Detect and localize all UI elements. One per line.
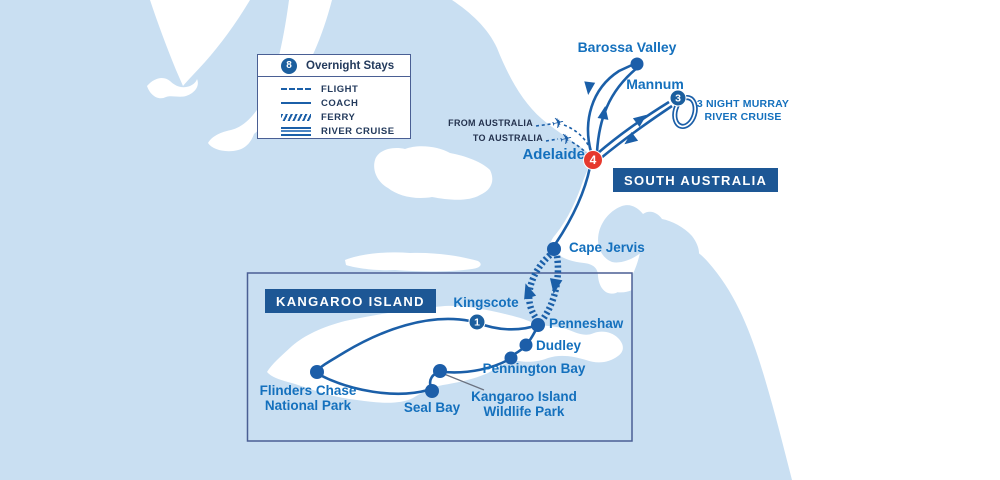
kangaroo-island-inset-box xyxy=(246,272,633,442)
ferry-route-east xyxy=(540,255,562,321)
peninsula-west-tip xyxy=(147,78,198,99)
route-adelaide-barossa-west xyxy=(586,63,633,153)
coast-fragment xyxy=(599,274,632,293)
route-adelaide-mannum-lower xyxy=(600,104,673,160)
region-label-south-australia: SOUTH AUSTRALIA xyxy=(613,168,779,192)
murray-cruise-line2: RIVER CRUISE xyxy=(704,111,782,124)
route-wildlifepark-pennington xyxy=(443,358,509,374)
legend-label-ferry: FERRY xyxy=(321,111,356,123)
river-cruise-loop xyxy=(672,94,698,130)
label-pennington-bay: Pennington Bay xyxy=(482,361,586,376)
label-kingscote: Kingscote xyxy=(453,295,519,310)
legend-label-river-cruise: RIVER CRUISE xyxy=(321,125,395,137)
kingscote-nights-badge: 1 xyxy=(468,313,486,331)
ki-wildlife-park-line1: Kangaroo Island xyxy=(471,389,577,404)
river-cruise-line-icon xyxy=(279,126,313,136)
dot-seal-bay xyxy=(425,384,439,398)
legend-row-coach: COACH xyxy=(258,97,410,111)
dot-cape-jervis xyxy=(547,242,561,256)
dot-penneshaw xyxy=(531,318,545,332)
mannum-nights-badge: 3 xyxy=(669,89,687,107)
label-mannum: Mannum xyxy=(626,76,684,92)
route-adelaide-barossa-east xyxy=(595,66,638,153)
dot-barossa-valley xyxy=(630,57,644,71)
yorke-peninsula xyxy=(208,0,332,152)
label-flinders-chase: Flinders Chase National Park xyxy=(260,383,357,413)
murray-cruise-line1: 3 NIGHT MURRAY xyxy=(696,98,790,110)
ferry-line-icon xyxy=(279,113,313,121)
label-adelaide: Adelaide xyxy=(522,146,585,163)
place-dots xyxy=(310,57,644,398)
route-flinders-sealbay xyxy=(317,372,429,396)
legend-row-flight: FLIGHT xyxy=(258,83,410,97)
route-kingscote-flinders xyxy=(316,317,471,372)
ferry-route xyxy=(525,252,562,321)
ki-wildlife-park-line2: Wildlife Park xyxy=(483,404,565,420)
dot-flinders-chase xyxy=(310,365,324,379)
dot-ki-wildlife-park xyxy=(433,364,447,378)
legend-row-river-cruise: RIVER CRUISE xyxy=(258,125,410,139)
overnight-stays-badge: 8 xyxy=(281,57,297,74)
flinders-chase-line1: Flinders Chase xyxy=(259,383,357,398)
islet-north xyxy=(374,146,493,200)
label-murray-cruise: 3 NIGHT MURRAY RIVER CRUISE xyxy=(697,98,789,124)
region-label-kangaroo-island: KANGAROO ISLAND xyxy=(265,289,436,313)
label-ki-wildlife-park: Kangaroo Island Wildlife Park xyxy=(471,389,577,419)
wildlife-park-leader-line xyxy=(443,373,485,391)
from-australia-label: FROM AUSTRALIA xyxy=(448,118,533,128)
route-arrows xyxy=(524,81,647,300)
label-dudley: Dudley xyxy=(536,338,582,353)
to-australia-label: TO AUSTRALIA xyxy=(472,133,543,143)
ferry-route-west xyxy=(525,252,553,320)
label-seal-bay: Seal Bay xyxy=(403,400,461,415)
label-barossa-valley: Barossa Valley xyxy=(577,39,677,55)
legend-label-flight: FLIGHT xyxy=(321,83,359,95)
islet-south xyxy=(345,252,481,272)
route-adelaide-capejervis xyxy=(554,166,592,244)
peninsula-west xyxy=(150,0,250,86)
bay-inlet xyxy=(598,205,700,263)
flight-routes xyxy=(535,123,591,157)
legend-header: 8 Overnight Stays xyxy=(258,55,410,77)
flinders-chase-line2: National Park xyxy=(264,398,352,414)
label-penneshaw: Penneshaw xyxy=(549,316,624,331)
legend-title: Overnight Stays xyxy=(306,59,395,72)
route-adelaide-mannum-upper xyxy=(597,100,670,154)
legend: 8 Overnight Stays FLIGHT COACH FERRY RIV… xyxy=(257,54,411,139)
legend-row-ferry: FERRY xyxy=(258,111,410,125)
dot-dudley xyxy=(519,338,533,352)
flight-line-icon xyxy=(279,88,313,91)
adelaide-nights-badge: 4 xyxy=(583,150,603,170)
legend-label-coach: COACH xyxy=(321,97,359,109)
coach-line-icon xyxy=(279,102,313,105)
label-cape-jervis: Cape Jervis xyxy=(569,240,645,255)
legend-items: FLIGHT COACH FERRY RIVER CRUISE xyxy=(258,77,410,138)
dot-pennington-bay xyxy=(504,351,518,365)
